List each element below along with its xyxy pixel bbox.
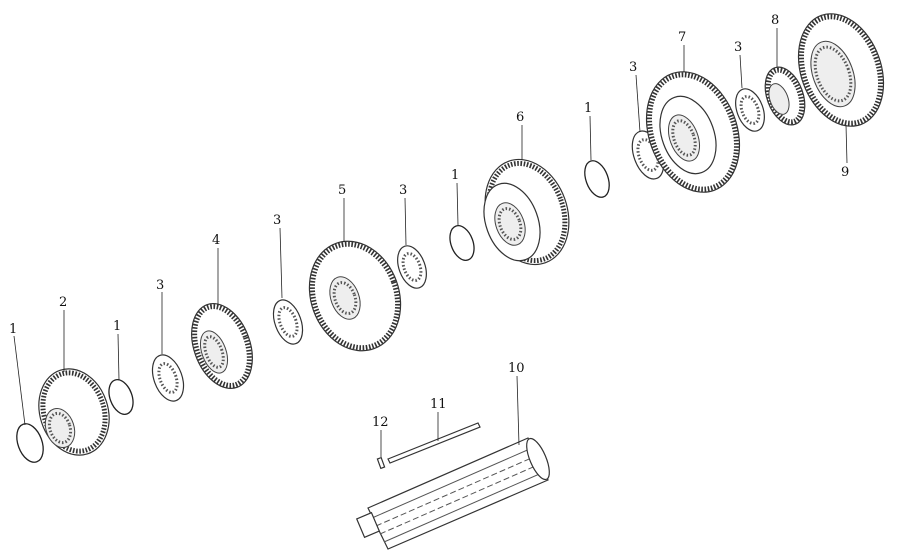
hub-8: 8	[764, 13, 806, 126]
washer-3a: 3	[151, 278, 185, 402]
svg-text:1: 1	[113, 319, 121, 334]
svg-text:1: 1	[451, 168, 459, 183]
svg-text:3: 3	[734, 40, 742, 55]
svg-text:6: 6	[516, 110, 524, 125]
svg-text:9: 9	[841, 165, 849, 180]
svg-text:2: 2	[59, 295, 67, 310]
gear-5: 5	[308, 183, 402, 352]
svg-text:3: 3	[629, 60, 637, 75]
svg-text:1: 1	[584, 101, 592, 116]
snap-ring-1c: 1	[449, 168, 475, 261]
svg-text:8: 8	[771, 13, 779, 28]
gear-7: 7	[645, 30, 741, 193]
svg-text:12: 12	[372, 415, 389, 430]
svg-text:4: 4	[212, 233, 220, 248]
gear-4: 4	[191, 233, 253, 390]
synchronizer-6: 6	[483, 110, 570, 266]
washer-3e: 3	[734, 40, 765, 132]
pin-12: 12	[372, 415, 389, 470]
washer-3c: 3	[397, 183, 427, 289]
svg-text:7: 7	[678, 30, 686, 45]
gear-9: 9	[797, 13, 885, 180]
synchronizer-2: 2	[38, 295, 110, 456]
svg-text:3: 3	[273, 213, 281, 228]
snap-ring-1b: 1	[108, 319, 134, 415]
washer-3b: 3	[272, 213, 304, 345]
snap-ring-1d: 1	[584, 101, 610, 198]
shaft-10: 10	[355, 361, 550, 550]
svg-text:10: 10	[508, 361, 525, 376]
svg-text:11: 11	[430, 397, 447, 412]
svg-text:1: 1	[9, 322, 17, 337]
svg-text:3: 3	[399, 183, 407, 198]
snap-ring-1a: 1	[9, 322, 44, 463]
svg-text:3: 3	[156, 278, 164, 293]
rod-11: 11	[387, 397, 481, 464]
svg-text:5: 5	[338, 183, 346, 198]
